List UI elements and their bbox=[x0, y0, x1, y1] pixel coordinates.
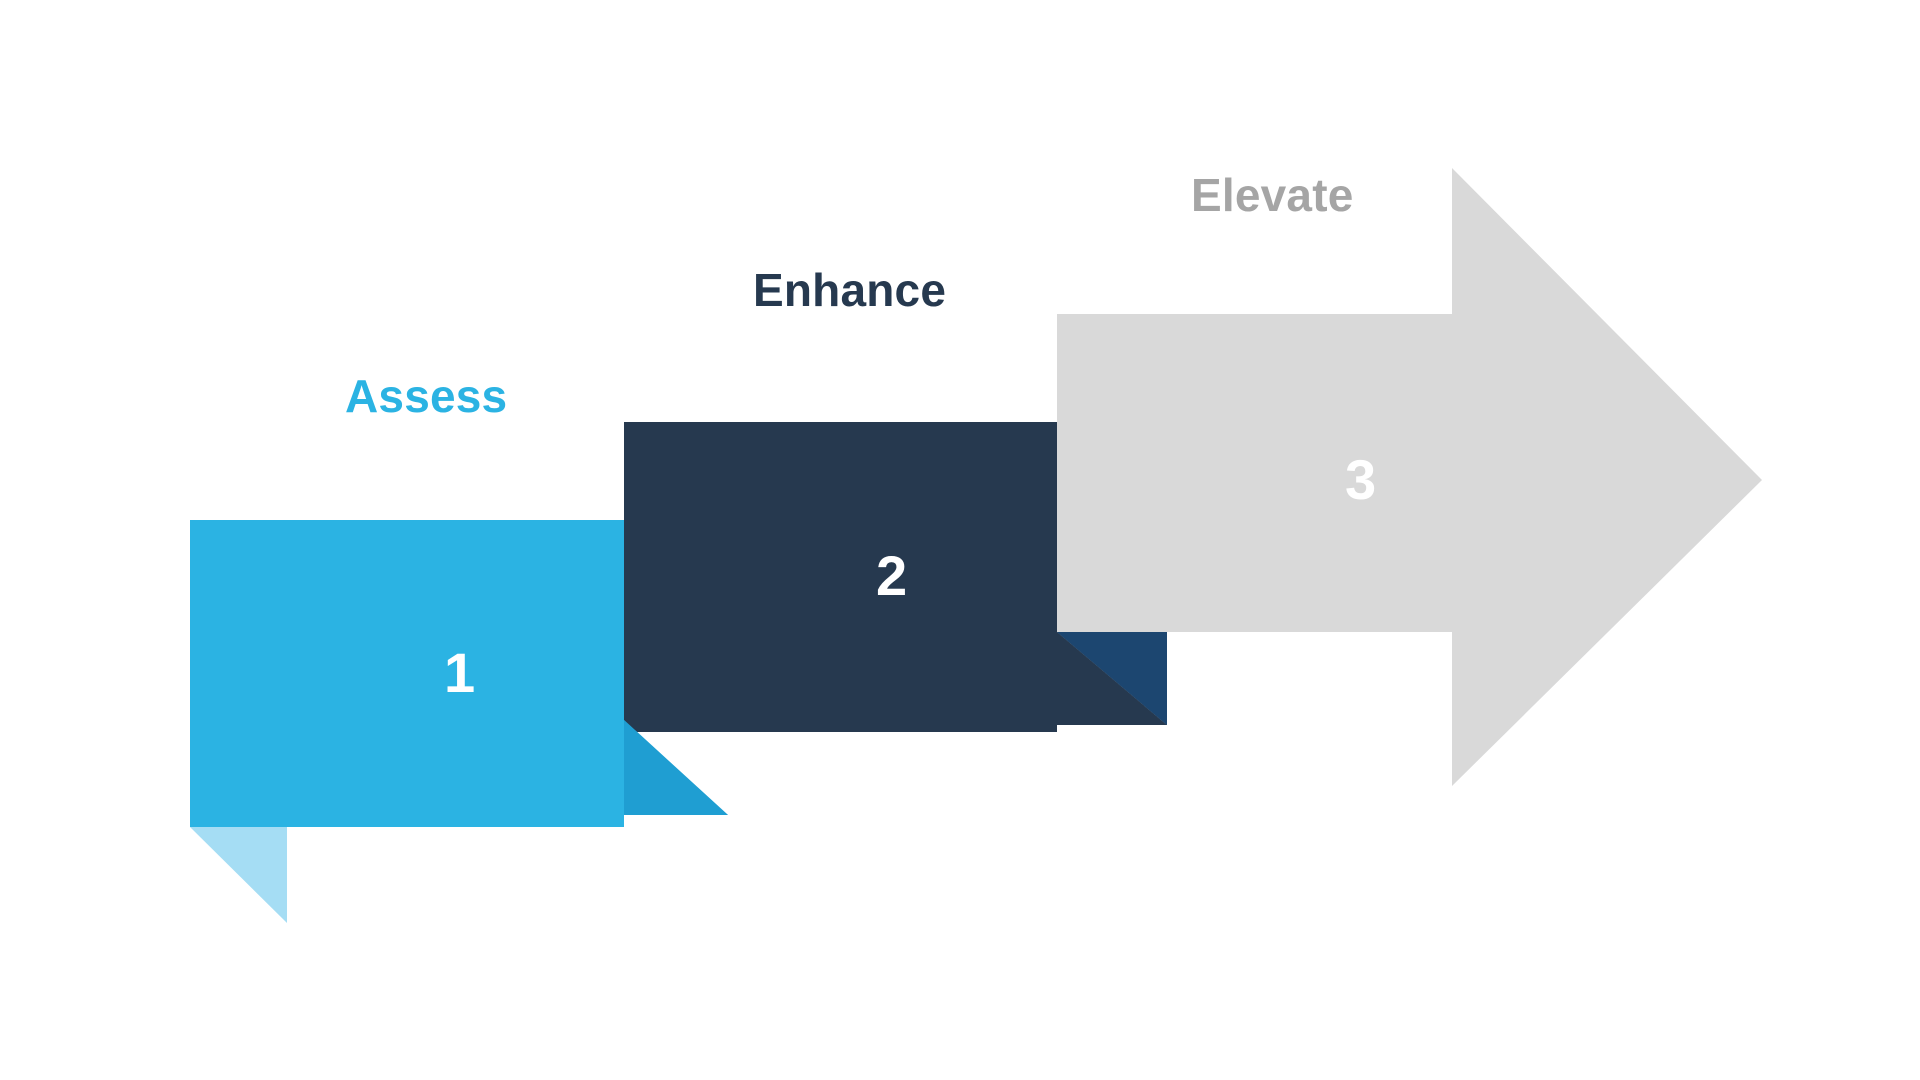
step-2-number: 2 bbox=[876, 544, 908, 607]
step-1-card-fold-shadow bbox=[624, 720, 728, 815]
step-3-number: 3 bbox=[1345, 448, 1377, 511]
step-2-card-shape[interactable] bbox=[624, 422, 1167, 732]
step-3-label: Elevate bbox=[1191, 169, 1354, 221]
step-2-card-fold-highlight bbox=[1057, 632, 1167, 725]
step-3-arrow-body bbox=[1057, 168, 1762, 786]
step-2-label: Enhance bbox=[753, 264, 947, 316]
step-1-card-fold-corner bbox=[190, 827, 287, 923]
step-1-number: 1 bbox=[444, 641, 476, 704]
step-1-card-shadow-wedge bbox=[190, 720, 728, 815]
step-3-arrow-shape[interactable] bbox=[1057, 168, 1762, 786]
step-1-card-shape[interactable] bbox=[190, 520, 728, 923]
step-2-card-shadow-wedge bbox=[624, 632, 1167, 725]
step-1-label: Assess bbox=[345, 370, 508, 422]
